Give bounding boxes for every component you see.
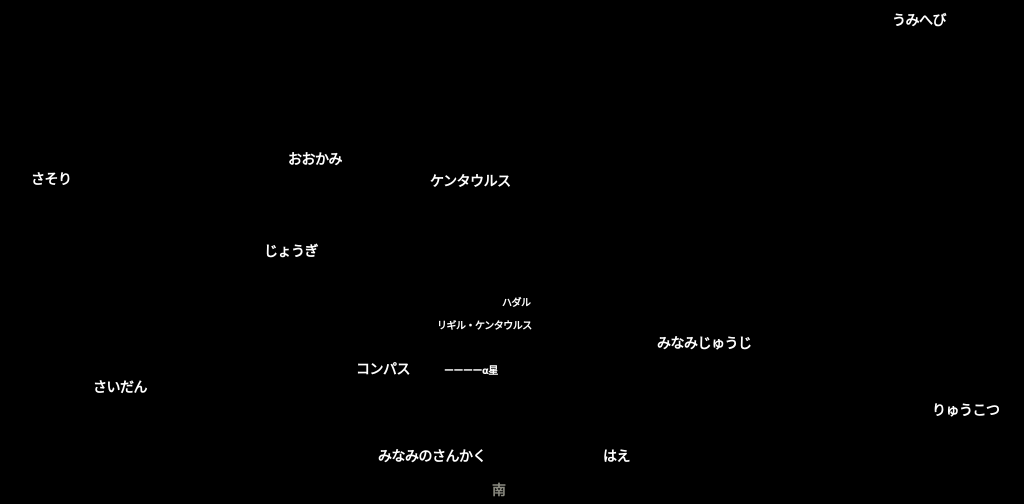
constellation-label-musca: はえ bbox=[603, 449, 631, 465]
constellation-label-crux: みなみじゅうじ bbox=[657, 336, 752, 352]
constellation-label-lupus: おおかみ bbox=[288, 152, 343, 168]
constellation-label-ara: さいだん bbox=[93, 380, 148, 396]
star-label-rigil-kentaurus: リギル・ケンタウルス bbox=[437, 321, 532, 332]
constellation-label-norma: じょうぎ bbox=[264, 244, 319, 260]
constellation-label-carina: りゅうこつ bbox=[932, 403, 1000, 419]
constellation-label-triangulum-australe: みなみのさんかく bbox=[378, 449, 487, 465]
constellation-label-serpens: うみへび bbox=[892, 13, 947, 29]
constellation-label-circinus: コンパス bbox=[356, 362, 411, 378]
constellation-label-scorpius: さそり bbox=[31, 172, 72, 188]
star-label-alpha-hidden: ーーーーα星 bbox=[444, 366, 498, 377]
direction-south-label: 南 bbox=[492, 483, 506, 499]
constellation-label-centaurus: ケンタウルス bbox=[430, 174, 511, 190]
star-label-hadar: ハダル bbox=[502, 298, 531, 309]
